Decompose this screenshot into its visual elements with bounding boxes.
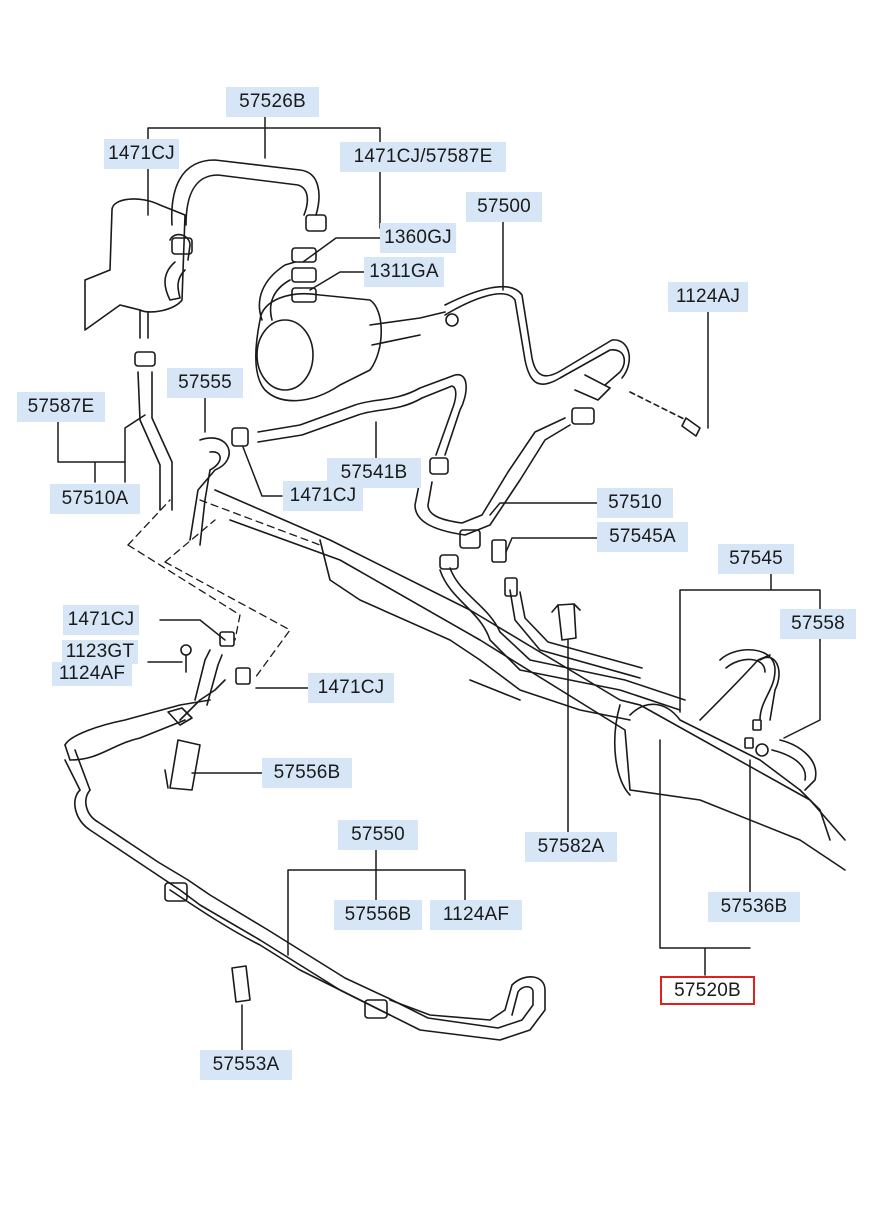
callout-57556B-bottom[interactable]: 57556B [334, 900, 422, 930]
bracket-57556B [164, 631, 251, 791]
leader-lines [57, 116, 821, 1051]
callout-1123GT[interactable]: 1123GT [62, 640, 138, 664]
callout-57520B-selected[interactable]: 57520B [660, 976, 755, 1005]
pipe-57541B [231, 374, 467, 475]
clamp-57553A [231, 965, 251, 1003]
callout-57500[interactable]: 57500 [466, 192, 542, 222]
callout-57545[interactable]: 57545 [718, 544, 794, 574]
callout-1124AF-left[interactable]: 1124AF [52, 662, 132, 686]
callout-57526B[interactable]: 57526B [226, 87, 319, 117]
callout-57536B[interactable]: 57536B [708, 892, 800, 922]
callout-1124AJ[interactable]: 1124AJ [668, 282, 748, 312]
hose-57510 [414, 407, 595, 563]
callout-1471CJ-left[interactable]: 1471CJ [63, 605, 139, 635]
pressure-line-57500 [444, 286, 631, 401]
steering-gear-body [214, 489, 846, 871]
callout-1311GA[interactable]: 1311GA [364, 257, 444, 287]
callout-57510[interactable]: 57510 [597, 488, 673, 518]
callout-57545A[interactable]: 57545A [597, 522, 688, 552]
callout-57587E[interactable]: 57587E [17, 392, 105, 422]
callout-1360GJ[interactable]: 1360GJ [380, 223, 456, 253]
callout-1471CJ-57587E[interactable]: 1471CJ/57587E [340, 142, 506, 172]
callout-57582A[interactable]: 57582A [525, 832, 617, 862]
callout-57510A[interactable]: 57510A [50, 484, 140, 514]
power-steering-pump [254, 247, 446, 402]
return-hose-top [170, 159, 327, 255]
feed-lines-right [439, 554, 686, 711]
callout-1471CJ-top[interactable]: 1471CJ [104, 139, 179, 169]
callout-57550[interactable]: 57550 [338, 820, 418, 850]
callout-1471CJ-mid[interactable]: 1471CJ [283, 481, 363, 511]
bolt-1124AJ [629, 391, 701, 437]
callout-1471CJ-low[interactable]: 1471CJ [308, 673, 394, 703]
callout-57555[interactable]: 57555 [167, 368, 243, 398]
clamp-57582A [551, 603, 581, 641]
callout-1124AF-bottom[interactable]: 1124AF [430, 900, 522, 930]
callout-57558[interactable]: 57558 [780, 609, 856, 639]
callout-57553A[interactable]: 57553A [200, 1050, 292, 1080]
dashed-route-lines [127, 499, 321, 679]
end-lines-right [719, 649, 817, 791]
cooler-lines-57550 [64, 649, 546, 1041]
reservoir-tank [84, 198, 191, 339]
return-hoses [134, 351, 230, 546]
callout-57556B-left[interactable]: 57556B [262, 758, 352, 788]
